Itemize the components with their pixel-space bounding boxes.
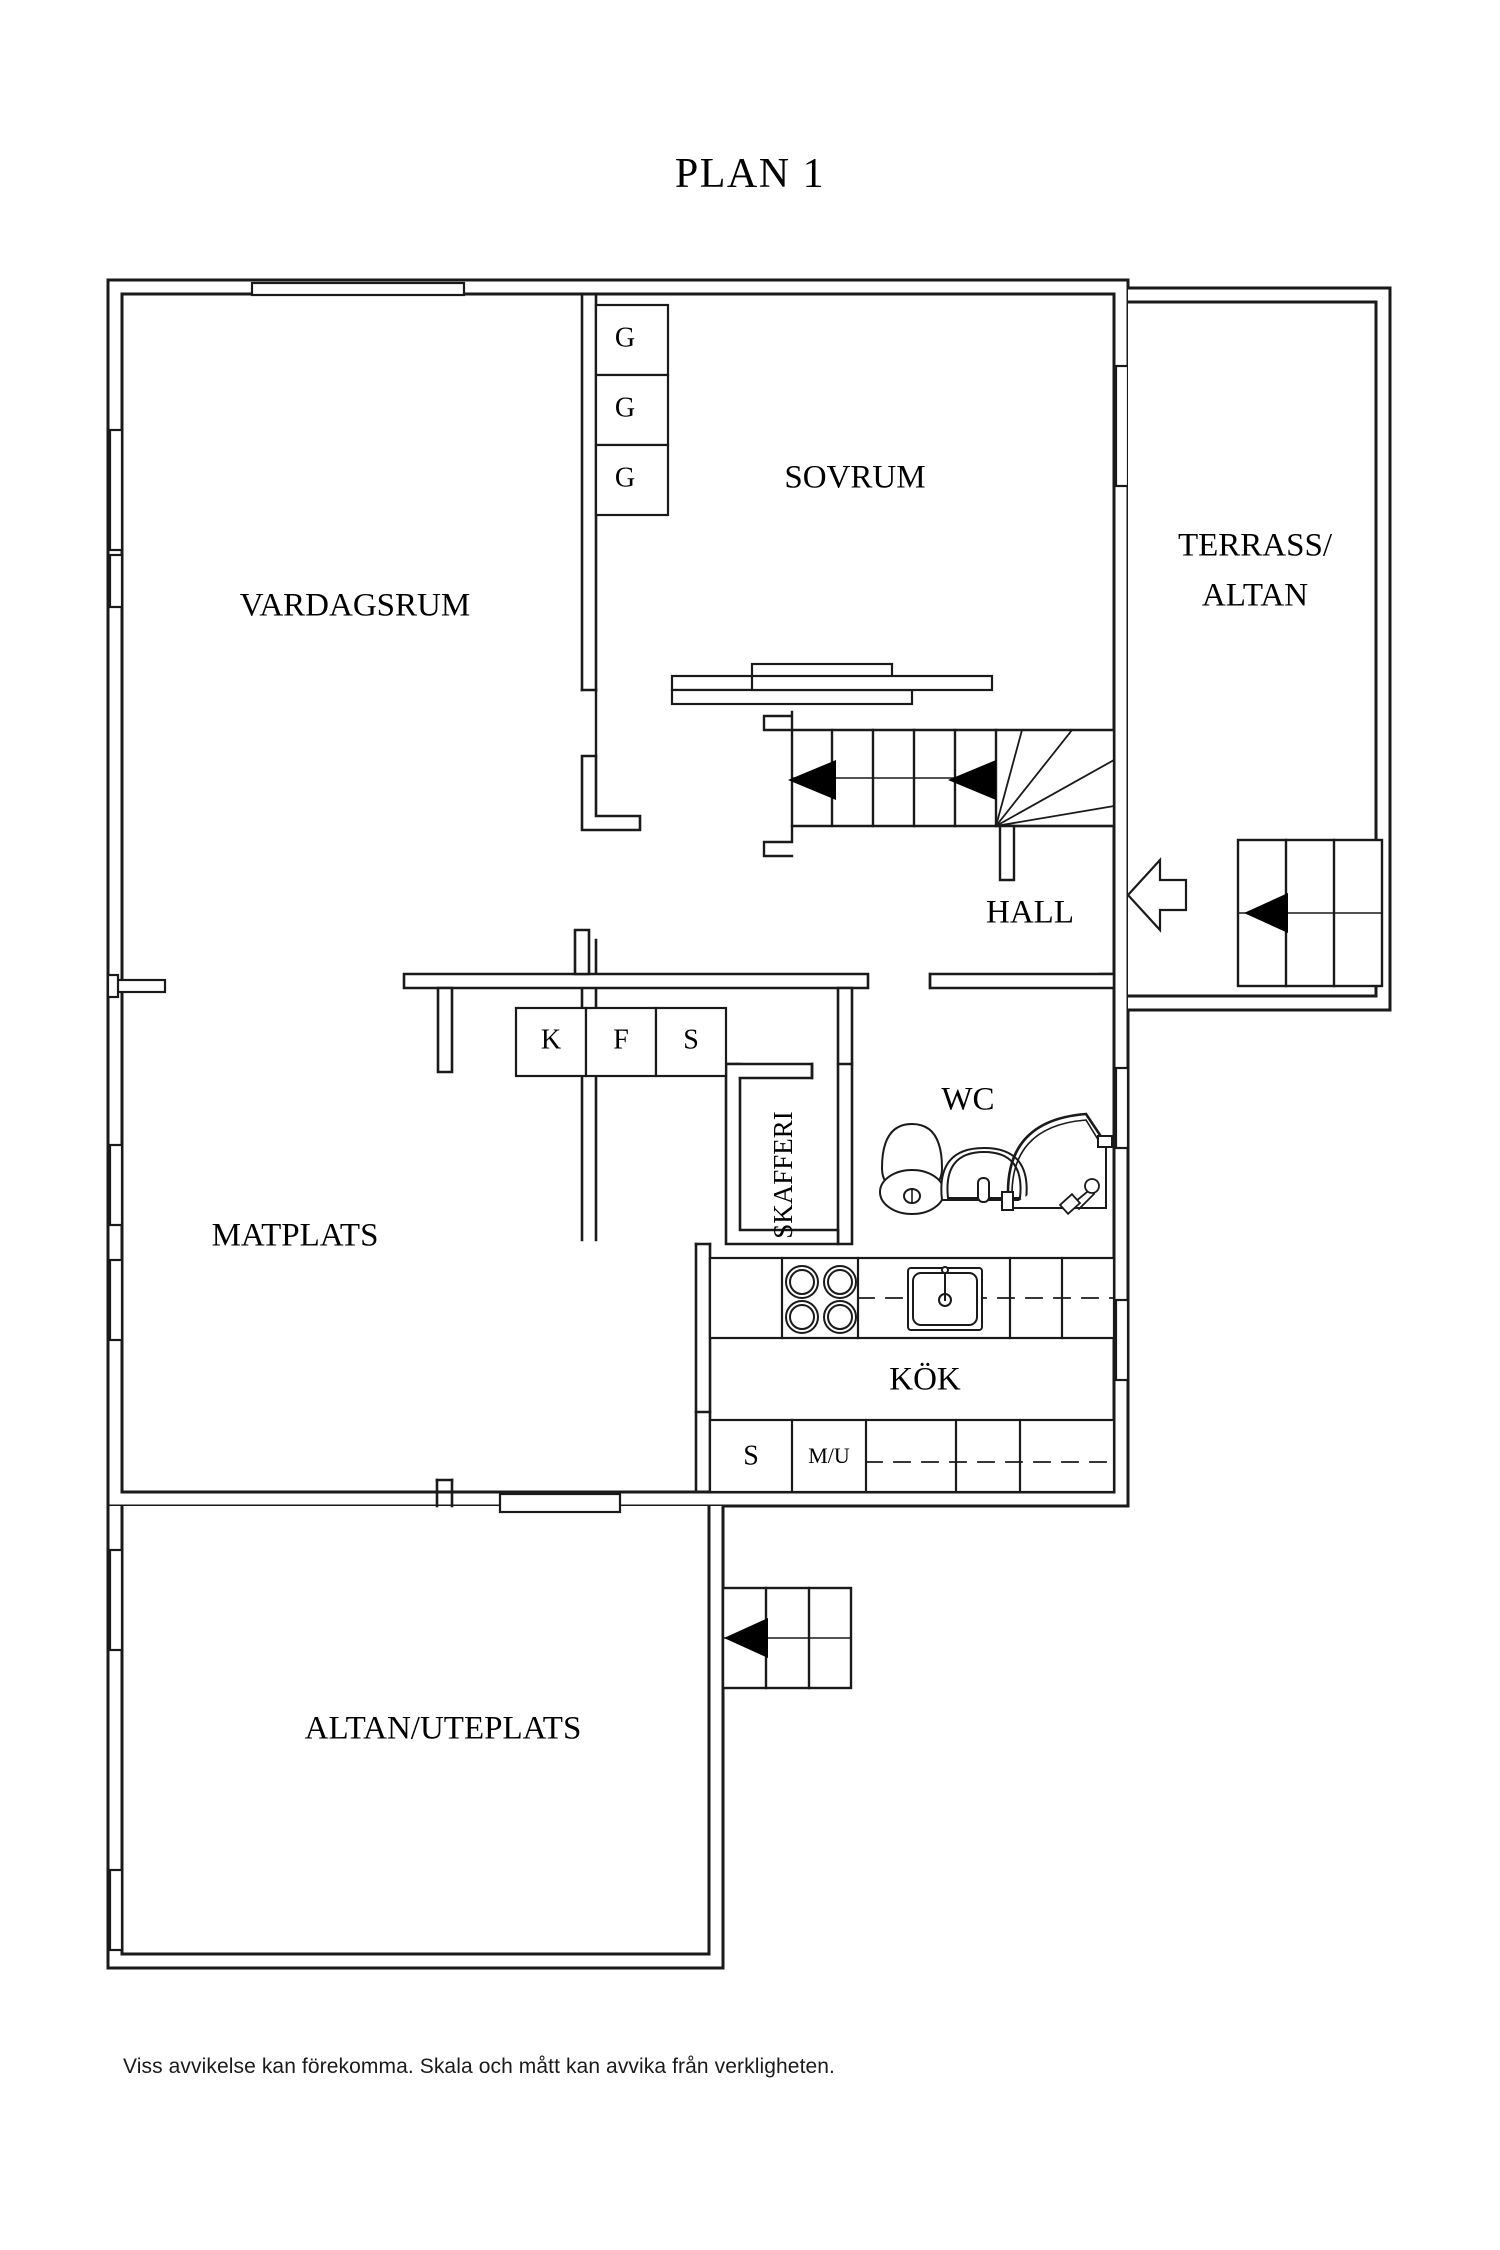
window-left-matplats-upper [108,1143,124,1227]
window-right-sovrum [1114,364,1130,488]
appliance-label-k: K [541,1024,561,1055]
stove-fixture [785,1265,857,1334]
kitchen-sink-fixture [907,1266,983,1331]
wall-jambs [594,688,932,1066]
window-left-vardagsrum [108,428,124,609]
washbasin-fixture [940,1146,1028,1203]
room-label-matplats: MATPLATS [212,1218,379,1254]
window-left-altan [108,1548,124,1952]
toilet-fixture [879,1122,945,1215]
disclaimer-note: Viss avvikelse kan förekomma. Skala och … [123,2055,835,2078]
room-label-terrass-line2: ALTAN [1202,578,1308,614]
window-top-vardagsrum [250,281,466,297]
corner-shower-fixture [1001,1112,1113,1216]
room-label-terrass-line1: TERRASS/ [1178,528,1333,564]
room-label-skafferi: SKAFFERI [768,1111,798,1239]
stair-landing-rail [670,674,994,706]
window-right-kok-1 [1114,1066,1130,1150]
window-left-matplats-lower [108,1258,124,1342]
door-left-matplats [106,973,167,999]
appliance-label-s2: S [743,1440,759,1471]
altan-steps [721,1586,853,1690]
stair-newel-stub [762,710,1016,882]
entrance-direction-arrow [1126,857,1188,933]
kitchen-cabinet-row-lower [708,1418,1116,1494]
appliance-label-s: S [683,1024,699,1055]
window-right-kok-2 [1114,1298,1130,1382]
closet-label-g-1: G [615,322,635,353]
closet-label-g-3: G [615,462,635,493]
closet-label-g-2: G [615,392,635,423]
room-label-kok: KÖK [889,1362,961,1398]
room-label-wc: WC [941,1082,994,1118]
terrass-altan-outline [1126,286,1392,1012]
kitchen-cabinet-row-upper [514,1006,728,1078]
appliance-label-mu: M/U [808,1443,850,1468]
room-label-hall: HALL [986,895,1074,931]
room-label-altan-uteplats: ALTAN/UTEPLATS [305,1711,582,1747]
wall-stub-altan-top [435,1478,454,1508]
main-staircase [788,728,1116,828]
page-title: PLAN 1 [674,151,826,197]
room-label-sovrum: SOVRUM [784,460,925,496]
appliance-label-f: F [613,1024,629,1055]
door-matplats-to-altan [498,1492,622,1514]
closet-boxes [594,303,670,517]
altan-uteplats-outline [106,1504,725,1970]
room-label-vardagsrum: VARDAGSRUM [240,588,470,624]
terrace-steps [1236,838,1384,988]
